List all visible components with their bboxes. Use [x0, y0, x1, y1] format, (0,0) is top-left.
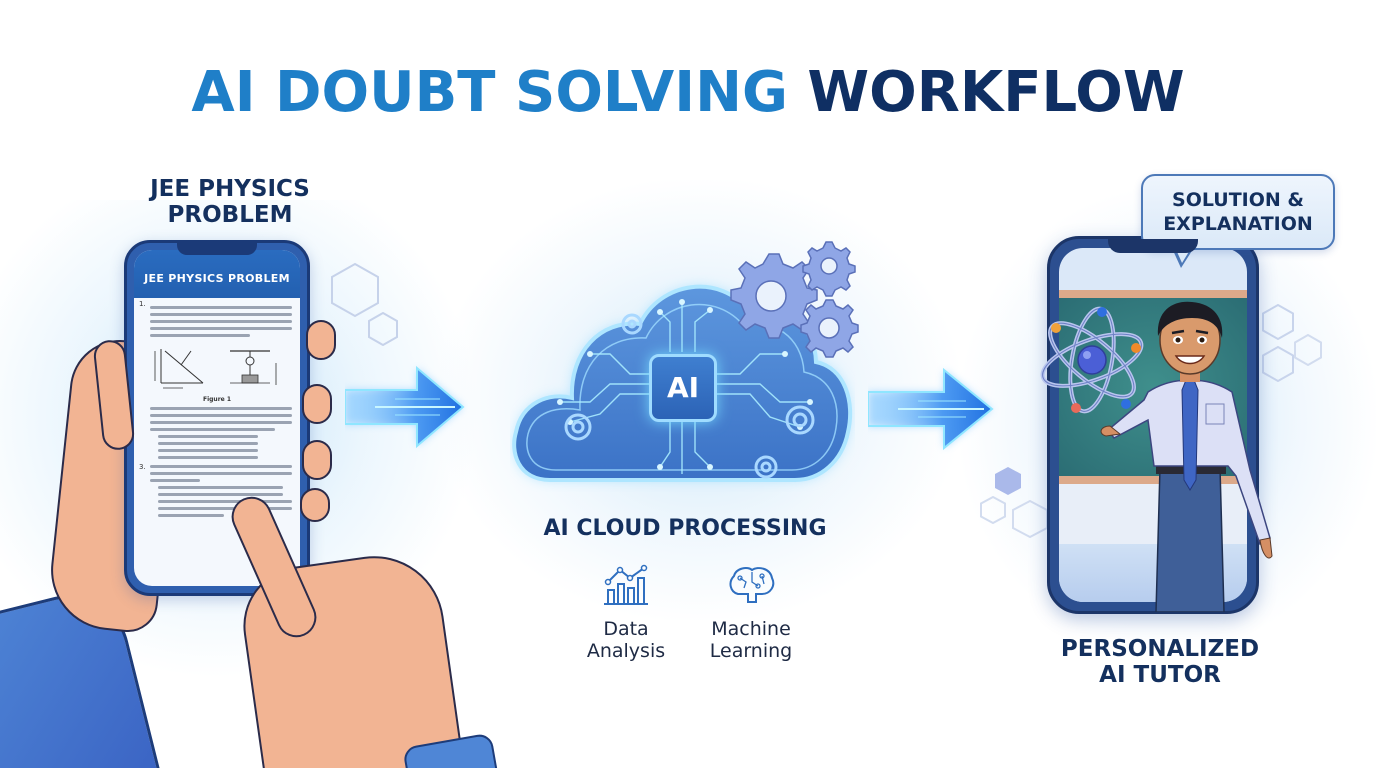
- board-ledge: [1059, 476, 1247, 484]
- figure-caption: Figure 1: [202, 396, 231, 403]
- option-line: [158, 486, 283, 489]
- question-number: 1.: [139, 300, 146, 308]
- screen-title: JEE PHYSICS PROBLEM: [134, 250, 300, 298]
- feature-label: Machine: [711, 618, 791, 640]
- text-line: [150, 479, 200, 482]
- text-line: [150, 428, 275, 431]
- phone-screen: JEE PHYSICS PROBLEM 1.: [134, 250, 300, 586]
- phone-notch: [177, 243, 257, 255]
- hexagon-icon: [1294, 334, 1322, 366]
- bubble-text: SOLUTION &: [1172, 189, 1304, 211]
- option-line: [158, 435, 258, 438]
- figure-row: [144, 345, 290, 393]
- ai-chip-icon: AI: [649, 354, 717, 422]
- heading-line: JEE PHYSICS: [150, 176, 310, 202]
- text-line: [150, 313, 292, 316]
- gears-icon: [730, 241, 859, 358]
- question-block: 3.: [134, 463, 300, 517]
- option-line: [158, 500, 292, 503]
- bar-line-chart-icon: [604, 564, 648, 605]
- glowing-arrow-right-icon: [868, 367, 994, 451]
- text-line: [150, 327, 292, 330]
- pulley-diagram-icon: [229, 350, 276, 385]
- hexagon-icon: [1012, 500, 1048, 538]
- text-line: [150, 407, 292, 410]
- step-heading-personalized-ai-tutor: PERSONALIZED AI TUTOR: [1020, 636, 1300, 689]
- text-line: [150, 421, 292, 424]
- title-part-highlight: AI DOUBT SOLVING: [191, 60, 788, 125]
- hexagon-icon: [368, 312, 398, 346]
- option-line: [158, 456, 258, 459]
- heading-line: PROBLEM: [167, 202, 293, 229]
- option-line: [158, 442, 258, 445]
- text-line: [150, 334, 250, 337]
- text-line: [150, 306, 292, 309]
- option-line: [158, 449, 258, 452]
- hexagon-icon: [331, 262, 379, 318]
- feature-data-analysis: Data Analysis: [576, 564, 676, 662]
- heading-line: AI TUTOR: [1099, 662, 1221, 689]
- speech-bubble-solution: SOLUTION & EXPLANATION: [1141, 174, 1335, 250]
- step-heading-jee-physics-problem: JEE PHYSICS PROBLEM: [100, 176, 360, 229]
- feature-label: Learning: [709, 640, 793, 662]
- hexagon-icon: [1262, 304, 1294, 340]
- glowing-arrow-right-icon: [345, 365, 465, 449]
- option-line: [158, 493, 283, 496]
- title-part-dark: WORKFLOW: [807, 60, 1185, 125]
- option-line: [158, 507, 292, 510]
- hexagon-icon: [995, 467, 1021, 495]
- finger-icon: [302, 384, 332, 424]
- incline-diagram-icon: [154, 349, 203, 389]
- feature-machine-learning: Machine Learning: [696, 564, 806, 662]
- finger-icon: [306, 320, 336, 360]
- feature-label: Data: [603, 618, 649, 640]
- brain-circuit-icon: [729, 567, 775, 603]
- feature-label: Analysis: [586, 640, 666, 662]
- options: [134, 435, 300, 459]
- phone-notch: [1108, 239, 1198, 253]
- text-line: [150, 414, 292, 417]
- finger-icon: [302, 440, 332, 480]
- board-frame: [1059, 290, 1247, 298]
- tutor-avatar-icon: [1100, 301, 1273, 612]
- text-line: [150, 465, 292, 468]
- heading-line: PERSONALIZED: [1060, 636, 1260, 662]
- text-line: [150, 320, 292, 323]
- question-number: 3.: [139, 463, 146, 471]
- hexagon-icon: [980, 496, 1006, 524]
- atom-icon: [1040, 306, 1144, 414]
- bubble-text: EXPLANATION: [1163, 213, 1313, 235]
- option-line: [158, 514, 225, 517]
- finger-icon: [300, 488, 330, 522]
- hexagon-icon: [1262, 346, 1294, 382]
- step-heading-ai-cloud-processing: AI CLOUD PROCESSING: [543, 516, 827, 541]
- text-line: [150, 472, 292, 475]
- question-block: 1.: [134, 298, 300, 517]
- page-title: AI DOUBT SOLVING WORKFLOW: [0, 58, 1376, 128]
